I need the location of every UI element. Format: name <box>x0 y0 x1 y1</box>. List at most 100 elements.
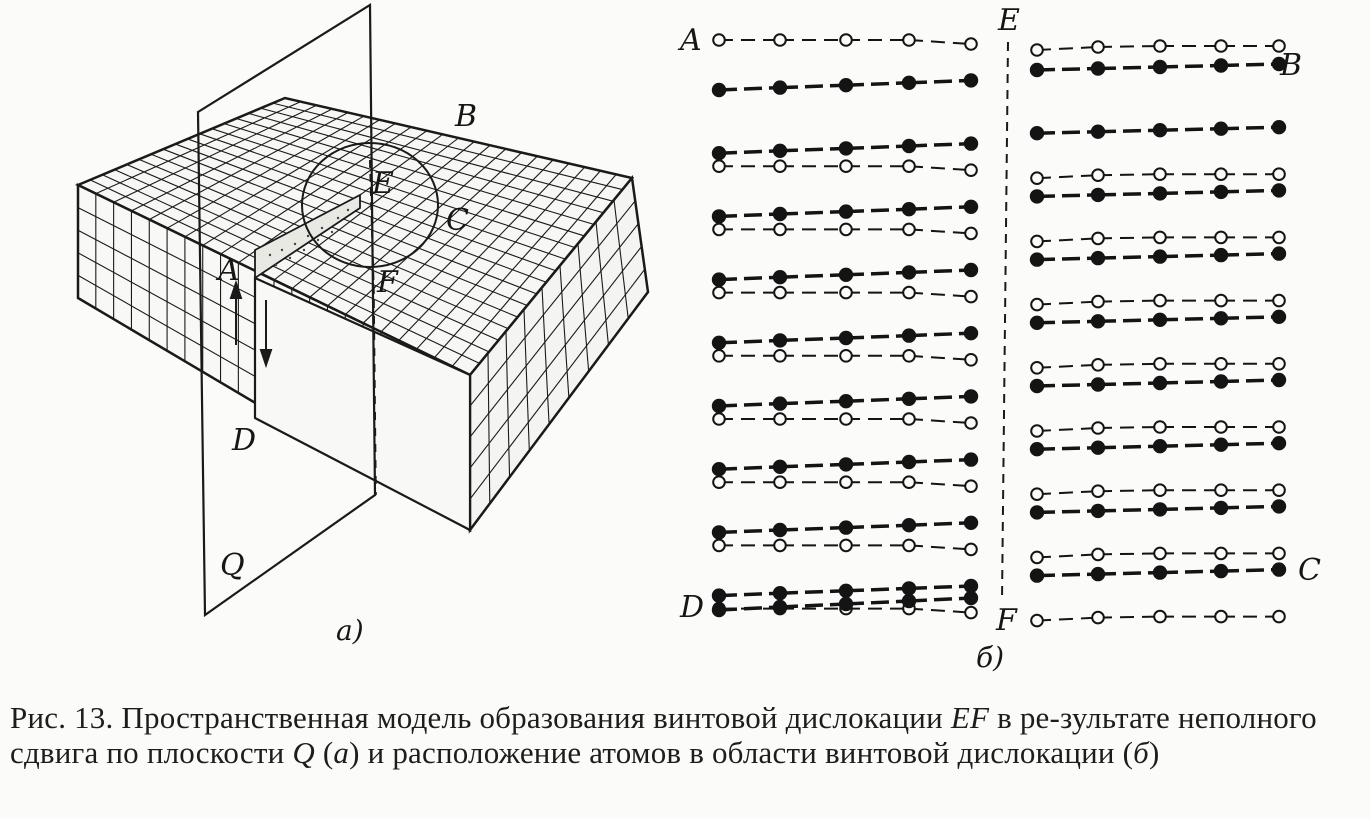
atom-open <box>902 538 916 553</box>
bond <box>1097 45 1161 48</box>
grid-line <box>102 174 490 353</box>
atom-open <box>773 349 787 363</box>
bond <box>1036 553 1099 559</box>
grid-line <box>613 199 629 319</box>
bond <box>1097 236 1161 240</box>
atom-open <box>1091 421 1105 435</box>
atom-filled <box>838 457 854 472</box>
atom-filled <box>1152 375 1168 391</box>
atom-filled <box>711 525 727 540</box>
caption-text-2: в ре-зультате неполного сдвига по плоско… <box>10 700 1317 770</box>
open-chain-right <box>1030 357 1286 375</box>
bond <box>1220 251 1280 257</box>
atom-open <box>1214 293 1228 308</box>
bond <box>908 394 972 401</box>
bond <box>1220 378 1280 384</box>
bond <box>1220 567 1280 573</box>
atom-filled <box>1152 312 1168 327</box>
atom-filled <box>772 586 788 601</box>
atom-open <box>964 163 978 177</box>
atom-open <box>773 412 787 426</box>
grid-line <box>451 174 617 367</box>
label-b-B: B <box>1279 48 1302 83</box>
caption-text-3: ( <box>314 735 334 770</box>
atom-filled <box>1152 186 1168 201</box>
grid-line <box>238 130 428 264</box>
filled-chain-right <box>1029 562 1287 583</box>
grid-line <box>199 133 566 260</box>
atom-filled <box>772 143 788 159</box>
atom-open <box>902 412 916 426</box>
bond <box>908 607 972 614</box>
atom-open <box>1091 168 1105 182</box>
atom-filled <box>1213 437 1229 452</box>
atom-open <box>839 412 853 426</box>
grid-line <box>89 179 480 364</box>
label-b-E: E <box>997 3 1020 38</box>
atom-filled <box>711 335 727 350</box>
grid-line <box>505 331 511 478</box>
top-grid <box>89 101 623 367</box>
bond <box>845 460 910 467</box>
bond <box>779 336 847 343</box>
atom-open <box>1214 39 1228 53</box>
bond <box>718 212 781 219</box>
atom-filled <box>772 522 788 538</box>
bond <box>1159 316 1222 322</box>
atom-open <box>902 222 916 237</box>
open-chain-left <box>712 159 978 177</box>
grid-line <box>470 200 636 407</box>
filled-chain-right <box>1029 246 1287 267</box>
atom-open <box>1214 546 1228 561</box>
bond <box>779 602 847 609</box>
atom-open <box>1091 231 1105 246</box>
atom-filled <box>772 270 788 285</box>
label-A: A <box>215 253 240 288</box>
bond <box>908 78 972 85</box>
atom-filled <box>963 590 979 606</box>
figure: B C E F A D Q а) A E B C D F б) <box>74 3 1321 674</box>
atom-filled <box>711 272 727 287</box>
grid-line <box>236 117 595 225</box>
bond <box>845 144 910 151</box>
bond <box>1159 63 1222 69</box>
bond <box>845 81 910 87</box>
bond <box>1036 174 1099 180</box>
atom-open <box>902 475 916 490</box>
bond <box>845 523 910 530</box>
atom-open <box>902 159 916 173</box>
atom-open <box>839 285 853 300</box>
atom-open <box>964 353 978 367</box>
bond <box>1097 65 1161 71</box>
filled-chain-left <box>711 199 979 224</box>
atom-filled <box>1090 566 1106 582</box>
atom-open <box>1091 40 1105 54</box>
bond <box>1097 128 1161 134</box>
atom-open <box>773 33 787 47</box>
grid-line <box>327 148 507 307</box>
atom-filled <box>1271 183 1287 198</box>
bond <box>908 205 972 211</box>
atom-filled <box>1271 372 1287 388</box>
bond <box>1036 490 1099 496</box>
bond <box>908 596 972 603</box>
crystal-block-diagram <box>74 3 650 618</box>
bond <box>1036 445 1099 451</box>
open-chain-right <box>1030 230 1286 249</box>
grid-line <box>113 104 317 203</box>
caption-b: б <box>1133 735 1149 770</box>
open-chain-left <box>712 33 978 51</box>
bond <box>1097 444 1161 450</box>
bond <box>1220 441 1280 447</box>
atom-filled <box>901 138 917 154</box>
atom-filled <box>772 459 788 474</box>
bond <box>1036 616 1099 622</box>
atom-open <box>1030 550 1044 565</box>
caption-text-4: ) и расположение атомов в области винтов… <box>349 735 1134 770</box>
grid-line <box>362 155 538 324</box>
atom-filled <box>1029 315 1045 330</box>
grid-line <box>272 102 623 191</box>
atom-open <box>773 538 787 553</box>
atom-filled <box>772 333 788 348</box>
open-chain-left <box>712 538 978 557</box>
